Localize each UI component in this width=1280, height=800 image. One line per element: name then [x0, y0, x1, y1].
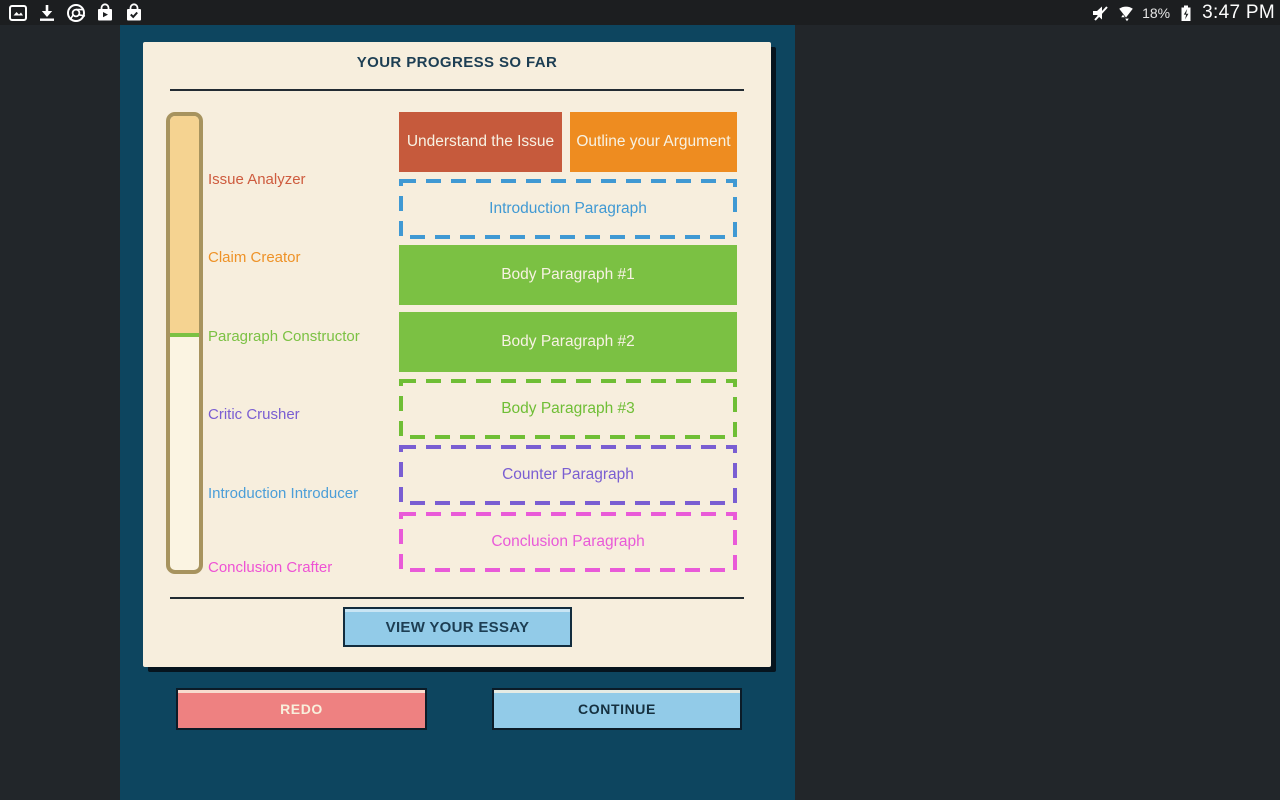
- block-understand-the-issue: Understand the Issue: [399, 112, 562, 172]
- block-label: Conclusion Paragraph: [491, 533, 645, 550]
- notification-icons: [0, 2, 144, 23]
- view-your-essay-button[interactable]: VIEW YOUR ESSAY: [343, 607, 572, 647]
- block-label: Outline your Argument: [576, 133, 731, 150]
- stage-label-introduction-introducer: Introduction Introducer: [208, 485, 359, 502]
- screenshot-icon[interactable]: [8, 3, 28, 23]
- chrome-icon[interactable]: [66, 3, 86, 23]
- block-label: Counter Paragraph: [502, 466, 634, 483]
- block-label: Body Paragraph #3: [501, 400, 635, 417]
- dashed-border: [399, 512, 737, 572]
- vertical-progress-bar: [166, 112, 203, 574]
- battery-percent: 18%: [1142, 4, 1171, 21]
- block-outline-your-argument: Outline your Argument: [570, 112, 737, 172]
- volume-muted-icon: [1093, 5, 1108, 21]
- progress-card: YOUR PROGRESS SO FAR Issue Analyzer Clai…: [143, 42, 771, 667]
- progress-bar-fill: [170, 116, 199, 337]
- block-label: Body Paragraph #1: [501, 266, 635, 283]
- stage-label-claim-creator: Claim Creator: [208, 249, 301, 266]
- system-indicators: 18% 3:47 PM: [1090, 2, 1280, 24]
- block-label: Understand the Issue: [406, 133, 555, 150]
- stage-label-critic-crusher: Critic Crusher: [208, 406, 300, 423]
- divider-bottom: [170, 597, 744, 599]
- block-introduction-paragraph: Introduction Paragraph: [399, 179, 737, 239]
- page-title: YOUR PROGRESS SO FAR: [356, 54, 558, 71]
- block-label: Body Paragraph #2: [501, 333, 635, 350]
- android-status-bar[interactable]: 18% 3:47 PM: [0, 0, 1280, 25]
- stage-label-paragraph-constructor: Paragraph Constructor: [208, 328, 360, 345]
- dashed-border: [399, 379, 737, 439]
- battery-charging-icon: [1181, 5, 1191, 21]
- stage-label-conclusion-crafter: Conclusion Crafter: [208, 559, 333, 576]
- wifi-icon: [1119, 6, 1133, 21]
- dashed-border: [399, 445, 737, 505]
- continue-button[interactable]: CONTINUE: [492, 688, 742, 730]
- block-body-paragraph-3: Body Paragraph #3: [399, 379, 737, 439]
- dashed-border: [399, 179, 737, 239]
- block-label: Introduction Paragraph: [489, 200, 647, 217]
- redo-button[interactable]: REDO: [176, 688, 427, 730]
- block-body-paragraph-1: Body Paragraph #1: [399, 245, 737, 305]
- block-counter-paragraph: Counter Paragraph: [399, 445, 737, 505]
- block-body-paragraph-2: Body Paragraph #2: [399, 312, 737, 372]
- play-store-update-icon[interactable]: [124, 2, 144, 23]
- divider-top: [170, 89, 744, 91]
- play-store-icon[interactable]: [95, 2, 115, 23]
- app-panel: YOUR PROGRESS SO FAR Issue Analyzer Clai…: [120, 25, 795, 800]
- stage-label-issue-analyzer: Issue Analyzer: [208, 171, 306, 188]
- download-icon[interactable]: [37, 3, 57, 23]
- block-conclusion-paragraph: Conclusion Paragraph: [399, 512, 737, 572]
- clock: 3:47 PM: [1202, 1, 1275, 23]
